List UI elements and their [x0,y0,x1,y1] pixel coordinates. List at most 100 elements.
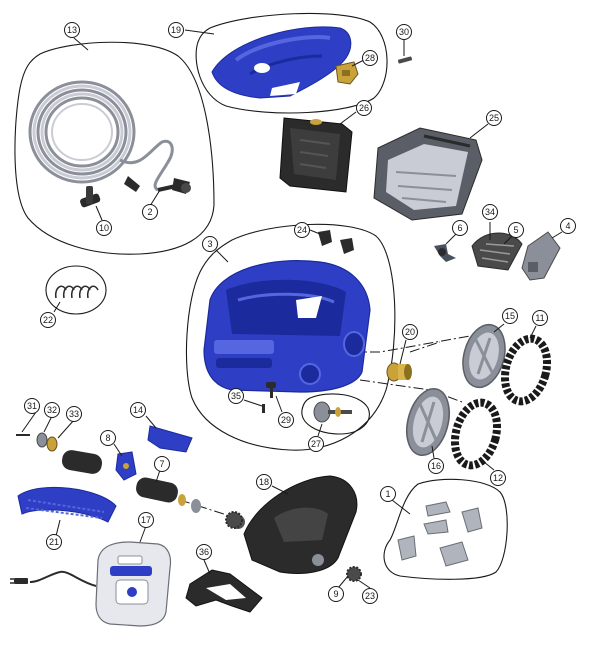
callout-31[interactable]: 31 [24,398,40,414]
clips-group-outline [45,265,107,315]
nozzle-part [521,231,561,281]
svg-text:36: 36 [199,547,209,557]
callout-2[interactable]: 2 [142,204,158,220]
brush-roller-b-part [136,477,201,513]
svg-text:31: 31 [27,401,37,411]
brush-holder-part [115,451,137,481]
svg-text:22: 22 [43,315,53,325]
body-clips-part [318,230,354,254]
callout-32[interactable]: 32 [44,402,60,418]
swivel-part [80,186,101,208]
svg-text:11: 11 [535,313,544,323]
svg-text:32: 32 [47,405,57,415]
svg-text:12: 12 [493,473,503,483]
body-screw-part [266,382,276,398]
svg-text:30: 30 [399,27,409,37]
callout-17[interactable]: 17 [138,512,154,528]
svg-text:29: 29 [281,415,291,425]
callout-8[interactable]: 8 [100,430,116,446]
svg-text:10: 10 [99,223,109,233]
svg-text:16: 16 [431,461,441,471]
svg-text:14: 14 [133,405,143,415]
callout-3[interactable]: 3 [202,236,218,252]
callout-14[interactable]: 14 [130,402,146,418]
svg-text:2: 2 [147,207,152,217]
callout-21[interactable]: 21 [46,534,62,550]
svg-text:13: 13 [67,25,77,35]
svg-text:15: 15 [505,311,515,321]
propeller-guard-part [471,232,523,271]
callout-13[interactable]: 13 [64,22,80,38]
callout-23[interactable]: 23 [362,588,378,604]
callout-7[interactable]: 7 [154,456,170,472]
callout-18[interactable]: 18 [256,474,272,490]
callout-36[interactable]: 36 [196,544,212,560]
svg-text:1: 1 [385,489,390,499]
svg-text:18: 18 [259,477,269,487]
svg-text:26: 26 [359,103,369,113]
assembly-line-brush [179,499,231,517]
svg-text:4: 4 [565,221,570,231]
callout-11[interactable]: 11 [532,310,548,326]
brush-roller-a-part [61,450,103,474]
callout-19[interactable]: 19 [168,22,184,38]
callout-29[interactable]: 29 [278,412,294,428]
svg-text:3: 3 [207,239,212,249]
svg-text:28: 28 [365,53,375,63]
callout-33[interactable]: 33 [66,406,82,422]
handle-part [185,569,263,613]
svg-text:5: 5 [513,225,518,235]
svg-text:9: 9 [333,589,338,599]
callout-27[interactable]: 27 [308,436,324,452]
svg-text:7: 7 [159,459,164,469]
callout-26[interactable]: 26 [356,100,372,116]
svg-text:6: 6 [457,223,462,233]
accessory-parts-part [397,501,483,567]
callout-5[interactable]: 5 [508,222,524,238]
washer-part [36,432,48,448]
svg-text:34: 34 [485,207,495,217]
svg-text:8: 8 [105,433,110,443]
gear-axle-kit-part [313,401,352,423]
cable-group-outline [14,41,215,255]
callout-4[interactable]: 4 [560,218,576,234]
callout-34[interactable]: 34 [482,204,498,220]
callout-10[interactable]: 10 [96,220,112,236]
small-screw-part [397,56,413,64]
rear-wheel-part [406,388,450,456]
callout-9[interactable]: 9 [328,586,344,602]
filter-frame-part [279,117,353,193]
svg-text:27: 27 [311,439,321,449]
callout-1[interactable]: 1 [380,486,396,502]
svg-text:33: 33 [69,409,79,419]
cover-group-outline [195,12,388,114]
bearing-part [46,436,58,452]
callout-6[interactable]: 6 [452,220,468,236]
assembly-line-front-b [409,341,441,353]
callout-15[interactable]: 15 [502,308,518,324]
cable-connector-part [124,176,191,194]
coiled-cable [28,80,177,192]
svg-text:25: 25 [489,113,499,123]
svg-text:21: 21 [49,537,59,547]
callout-12[interactable]: 12 [490,470,506,486]
power-supply-part [10,541,172,627]
callout-35[interactable]: 35 [228,388,244,404]
front-tire-part [500,334,552,406]
clip-set-part [54,285,99,299]
callout-20[interactable]: 20 [402,324,418,340]
callout-30[interactable]: 30 [396,24,412,40]
pin-part [16,434,30,436]
chassis-part [203,260,371,393]
filter-canister-part [373,127,483,221]
callout-28[interactable]: 28 [362,50,378,66]
svg-text:20: 20 [405,327,415,337]
callout-16[interactable]: 16 [428,458,444,474]
callout-labels: 13 19 28 30 10 2 26 25 3 24 6 34 5 4 22 … [24,22,576,604]
top-cover-part [211,26,352,99]
front-wheel-part [462,323,506,389]
callout-22[interactable]: 22 [40,312,56,328]
callout-25[interactable]: 25 [486,110,502,126]
callout-24[interactable]: 24 [294,222,310,238]
